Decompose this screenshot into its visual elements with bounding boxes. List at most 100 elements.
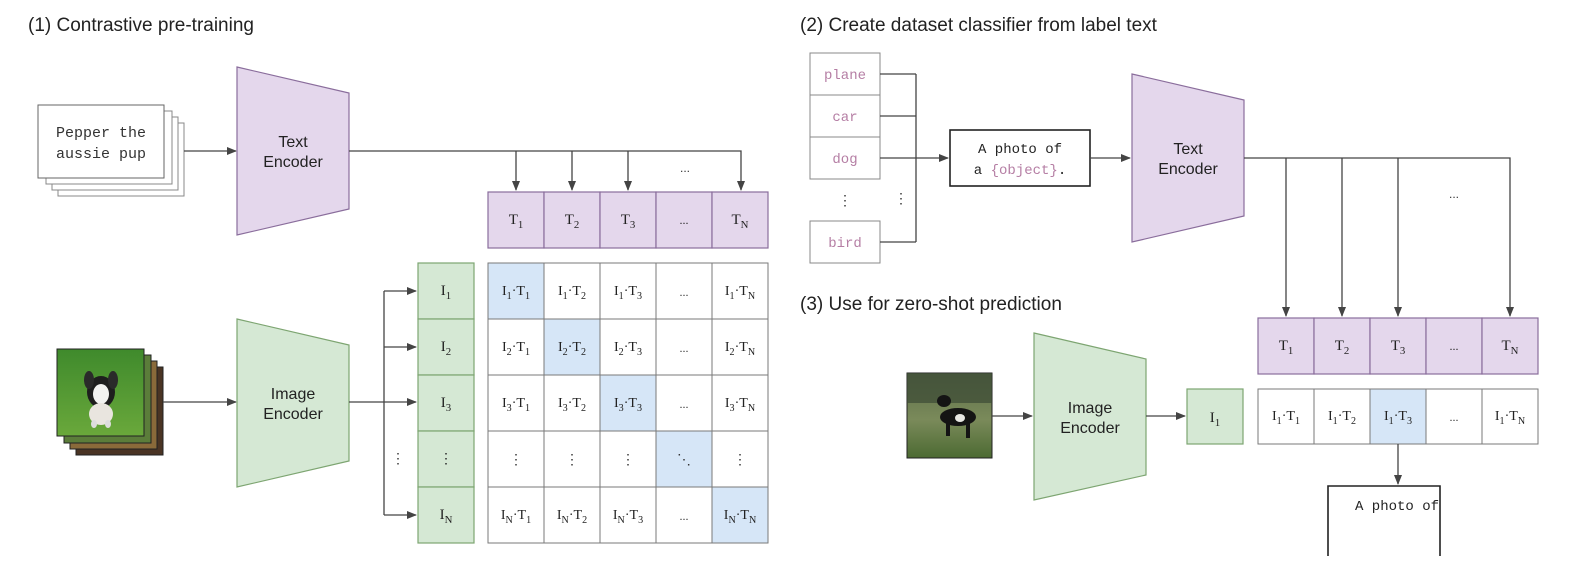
text-feature-label: T1 — [509, 212, 524, 231]
puppy-image-stack — [56, 348, 164, 456]
matrix-cell-text: ⋮ — [733, 453, 747, 468]
matrix-cell-text: I2·T3 — [614, 340, 642, 358]
classifier-arrow-ellipsis: ... — [1449, 187, 1459, 201]
matrix-cell-text: I3·T2 — [558, 396, 586, 414]
score-cell — [1481, 388, 1539, 445]
template-placeholder: {object} — [991, 163, 1058, 179]
text-arrow-ellipsis: ... — [680, 161, 690, 175]
matrix-cell-text: ⋮ — [565, 453, 579, 468]
matrix-cell — [543, 430, 601, 488]
matrix-cell-diagonal — [543, 318, 601, 376]
classifier-feature-arrows — [1244, 157, 1514, 317]
image-encoder-zeroshot: Image Encoder — [1033, 332, 1147, 501]
matrix-cell-text: I2·T1 — [502, 340, 530, 358]
matrix-cell-text: ⋮ — [509, 453, 523, 468]
score-text: ... — [1450, 410, 1459, 424]
image-feature-cell — [417, 486, 475, 544]
matrix-cell-text: IN·T3 — [613, 508, 643, 526]
matrix-cell-text: ... — [680, 341, 689, 355]
image-feature-cell — [417, 374, 475, 432]
zeroshot-text-feature-cell — [1369, 317, 1427, 375]
zeroshot-text-feature-label: T2 — [1335, 338, 1350, 357]
image-feature-arrows — [349, 287, 417, 519]
dog-photo — [906, 372, 993, 459]
text-feature-cell — [711, 191, 769, 249]
matrix-cell-text: IN·T2 — [557, 508, 587, 526]
zeroshot-image-feature: I1 — [1186, 388, 1244, 445]
matrix-cell-text: ⋱ — [677, 453, 691, 468]
matrix-cell — [711, 430, 769, 488]
label-text: bird — [828, 236, 862, 252]
image-feature-label: ⋮ — [439, 452, 453, 467]
text-feature-label: ... — [680, 213, 689, 227]
classifier-text-encoder-label-2: Encoder — [1158, 161, 1218, 178]
image-feature-cell — [417, 430, 475, 488]
matrix-cell — [711, 374, 769, 432]
matrix-cell — [599, 262, 657, 320]
matrix-cell-text: ⋮ — [621, 453, 635, 468]
zeroshot-text-feature-label: T1 — [1279, 338, 1294, 357]
zeroshot-i1-label: I1 — [1210, 410, 1221, 429]
matrix-cell-diagonal — [711, 486, 769, 544]
matrix-cell-text: IN·TN — [724, 508, 757, 526]
matrix-cell-text: ... — [680, 397, 689, 411]
matrix-cell-text: I3·T1 — [502, 396, 530, 414]
image-feature-label: IN — [440, 507, 453, 526]
zeroshot-text-feature-cell — [1257, 317, 1315, 375]
text-encoder-label-1: Text — [278, 134, 308, 151]
matrix-cell — [487, 486, 545, 544]
text-feature-arrows — [349, 150, 745, 191]
matrix-cell — [543, 262, 601, 320]
prediction-box: A photo of — [1327, 485, 1441, 556]
label-box — [809, 94, 881, 138]
label-connector-dots: ⋮ — [894, 190, 908, 206]
image-feature-label: I2 — [441, 339, 451, 358]
puppy-photo — [56, 348, 145, 437]
matrix-cell — [655, 262, 713, 320]
classifier-text-encoder-label-1: Text — [1173, 141, 1203, 158]
matrix-cell — [487, 430, 545, 488]
matrix-cell-text: I2·TN — [725, 340, 756, 358]
matrix-cell-text: I2·T2 — [558, 340, 586, 358]
zeroshot-i1-base: I — [1210, 410, 1215, 426]
text-encoder-classifier: Text Encoder — [1131, 73, 1245, 243]
template-line1: A photo of — [978, 142, 1062, 158]
text-encoder-pretraining: Text Encoder — [236, 66, 350, 236]
matrix-cell-text: IN·T1 — [501, 508, 531, 526]
zeroshot-image-encoder-label-2: Encoder — [1060, 420, 1120, 437]
zeroshot-text-feature-label: T3 — [1391, 338, 1406, 357]
zeroshot-title: (3) Use for zero-shot prediction — [800, 294, 1062, 315]
score-cell-highlighted — [1369, 388, 1427, 445]
score-cell — [1313, 388, 1371, 445]
matrix-cell-text: I1·T3 — [614, 284, 642, 302]
template-prefix: a — [974, 163, 991, 179]
label-text: ⋮ — [838, 192, 852, 208]
matrix-cell — [599, 486, 657, 544]
pretraining-title: (1) Contrastive pre-training — [28, 15, 254, 36]
matrix-cell-text: I3·TN — [725, 396, 756, 414]
zeroshot-image-encoder-label-1: Image — [1068, 400, 1113, 417]
matrix-cell-diagonal — [655, 430, 713, 488]
text-feature-label: T3 — [621, 212, 636, 231]
caption-line1: Pepper the — [56, 125, 146, 142]
score-text: I1·T3 — [1384, 409, 1412, 427]
matrix-cell — [711, 262, 769, 320]
image-feature-label: I3 — [441, 395, 451, 414]
prediction-line1: A photo of — [1355, 499, 1439, 515]
zeroshot-text-feature-cell — [1425, 317, 1483, 375]
matrix-cell-text: ... — [680, 285, 689, 299]
label-text: dog — [832, 152, 857, 168]
matrix-cell-text: I1·T1 — [502, 284, 530, 302]
image-encoder-label-2: Encoder — [263, 406, 323, 423]
template-line2: a {object}. — [974, 163, 1066, 179]
zeroshot-text-feature-label: TN — [1502, 338, 1519, 357]
label-connectors — [880, 73, 949, 243]
score-cell — [1425, 388, 1483, 445]
